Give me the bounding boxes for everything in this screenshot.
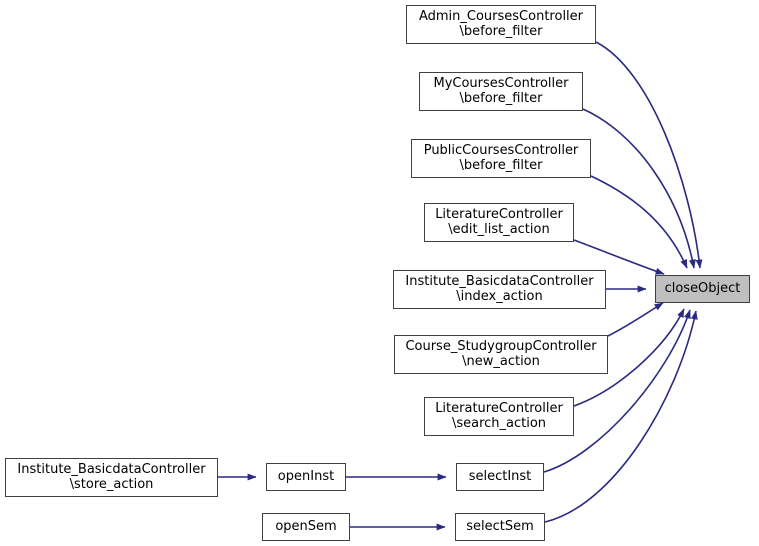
node-label: closeObject [664, 280, 741, 296]
node-label: openSem [275, 518, 337, 534]
edge-public-courses-to-close-object [590, 175, 688, 269]
node-course-studygroup-controller-new-action[interactable]: Course_StudygroupController \new_action [394, 335, 608, 374]
edge-literature-edit-list-to-close-object [573, 239, 665, 275]
node-institute-basicdata-controller-store-action[interactable]: Institute_BasicdataController \store_act… [5, 458, 218, 497]
node-literature-controller-edit-list-action[interactable]: LiteratureController \edit_list_action [424, 203, 574, 242]
node-label: LiteratureController \search_action [435, 400, 563, 431]
node-label: MyCoursesController \before_filter [433, 75, 569, 106]
node-open-sem[interactable]: openSem [262, 513, 350, 541]
edge-my-courses-to-close-object [582, 108, 696, 269]
node-close-object[interactable]: closeObject [655, 275, 750, 303]
node-label: Course_StudygroupController \new_action [405, 338, 597, 369]
node-select-inst[interactable]: selectInst [456, 463, 544, 491]
node-label: Institute_BasicdataController \index_act… [405, 273, 594, 304]
node-label: Institute_BasicdataController \store_act… [17, 461, 206, 492]
node-admin-courses-controller-before-filter[interactable]: Admin_CoursesController \before_filter [406, 5, 596, 44]
node-label: PublicCoursesController \before_filter [423, 142, 579, 173]
node-select-sem[interactable]: selectSem [455, 513, 545, 541]
node-label: selectSem [466, 518, 534, 534]
edge-course-studygroup-to-close-object [607, 302, 664, 337]
node-institute-basicdata-controller-index-action[interactable]: Institute_BasicdataController \index_act… [393, 270, 606, 309]
node-label: openInst [277, 468, 335, 484]
node-my-courses-controller-before-filter[interactable]: MyCoursesController \before_filter [419, 72, 583, 111]
node-label: selectInst [468, 468, 532, 484]
node-public-courses-controller-before-filter[interactable]: PublicCoursesController \before_filter [411, 139, 591, 178]
node-literature-controller-search-action[interactable]: LiteratureController \search_action [424, 397, 574, 436]
edge-admin-courses-to-close-object [595, 41, 703, 269]
node-label: LiteratureController \edit_list_action [435, 206, 563, 237]
node-open-inst[interactable]: openInst [266, 463, 346, 491]
node-label: Admin_CoursesController \before_filter [418, 8, 584, 39]
